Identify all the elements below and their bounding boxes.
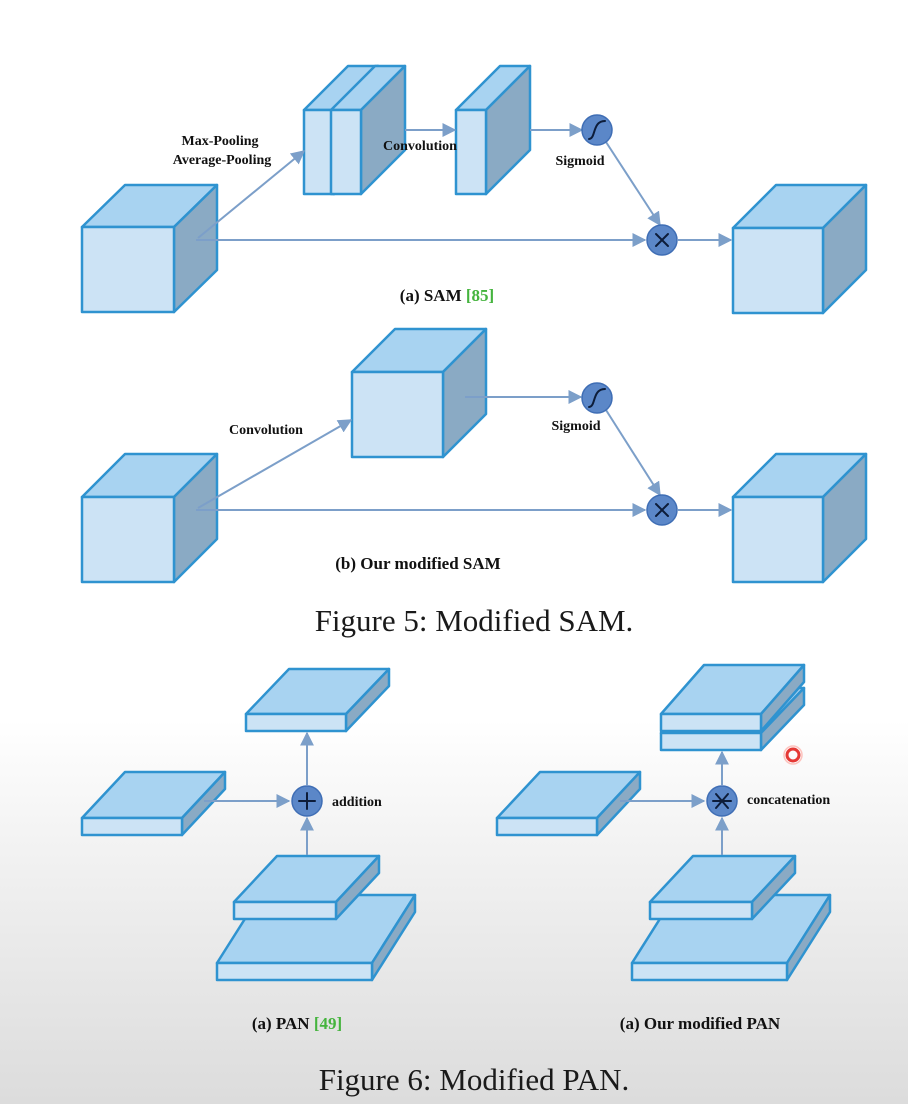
subcaption-prefix: (a) SAM — [400, 286, 466, 305]
pan-a-top-slab — [232, 854, 381, 921]
asterisk-icon — [706, 785, 738, 817]
citation-link[interactable]: [49] — [314, 1014, 342, 1033]
multiply-icon — [646, 494, 678, 526]
cursor-dot-icon — [783, 745, 803, 765]
sigmoid-label: Sigmoid — [555, 154, 604, 169]
convolution-label: Convolution — [383, 139, 457, 154]
subcaption-sam-b: (b) Our modified SAM — [335, 554, 500, 573]
sam-a-conv-slab — [454, 64, 532, 196]
sam-a-arrows — [196, 123, 733, 247]
sigmoid-label: Sigmoid — [551, 419, 600, 434]
citation-link[interactable]: [85] — [466, 286, 494, 305]
sam-b-diagram: Convolution Sigmoid (b) Our modified SAM — [80, 327, 868, 584]
sam-b-conv-cube — [350, 327, 488, 459]
subcaption-sam-a: (a) SAM [85] — [400, 286, 494, 305]
sam-a-input-cube — [80, 183, 219, 314]
pan-a-diagram: addition (a) PAN [49] — [80, 667, 417, 1033]
sam-a-output-cube — [731, 183, 868, 315]
pan-b-arrows — [620, 750, 729, 855]
sigmoid-icon — [581, 114, 613, 146]
sam-b-arrows — [196, 390, 733, 517]
sigmoid-icon — [581, 382, 613, 414]
figure-5-caption: Figure 5: Modified SAM. — [315, 603, 634, 638]
plus-icon — [291, 785, 323, 817]
average-pooling-label: Average-Pooling — [173, 153, 272, 168]
addition-label: addition — [332, 795, 382, 810]
max-pooling-label: Max-Pooling — [182, 134, 259, 149]
convolution-label: Convolution — [229, 423, 303, 438]
pan-b-lateral-slab — [495, 770, 642, 837]
sam-b-input-cube — [80, 452, 219, 584]
pan-a-output-slab — [244, 667, 391, 733]
pan-a-arrows — [204, 731, 314, 855]
subcaption-prefix: (a) PAN — [252, 1014, 314, 1033]
subcaption-pan-a: (a) PAN [49] — [252, 1014, 342, 1033]
pan-a-lateral-slab — [80, 770, 227, 837]
pan-b-top-slab — [648, 854, 797, 921]
sam-b-output-cube — [731, 452, 868, 584]
subcaption-pan-b: (a) Our modified PAN — [620, 1014, 781, 1033]
sam-a-diagram: Max-Pooling Average-Pooling Convolution … — [80, 64, 868, 315]
pan-b-output-slab-upper — [659, 663, 806, 733]
figure-6-caption: Figure 6: Modified PAN. — [319, 1062, 630, 1097]
multiply-icon — [646, 224, 678, 256]
pan-b-diagram: concatenation (a) Our modified PAN — [495, 663, 832, 1033]
sam-a-pooled-slab-2 — [329, 64, 407, 196]
concatenation-label: concatenation — [747, 793, 830, 808]
